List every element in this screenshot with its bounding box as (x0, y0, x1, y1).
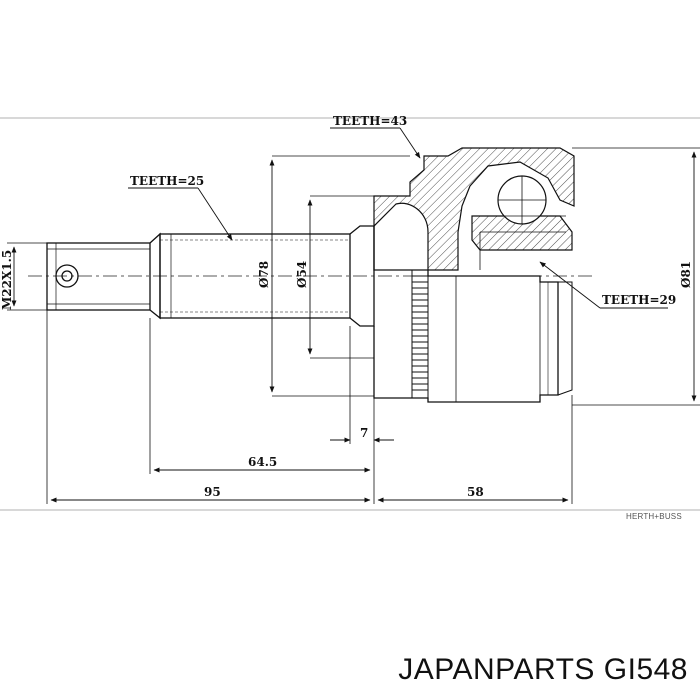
leader-lines (128, 127, 668, 309)
label-teeth-29: TEETH=29 (602, 293, 676, 307)
abs-tone-ring (411, 269, 429, 399)
label-len-64-5: 64.5 (248, 455, 277, 469)
label-len-58: 58 (467, 485, 484, 499)
threaded-stub (46, 232, 161, 320)
label-thread-m22: M22X1.5 (0, 250, 14, 310)
label-teeth-43: TEETH=43 (333, 114, 407, 128)
splined-shaft (159, 225, 375, 327)
cotter-pin-hole (55, 264, 79, 288)
label-len-7: 7 (360, 426, 368, 440)
label-len-95: 95 (204, 485, 221, 499)
cv-joint-cross-section (373, 147, 575, 271)
label-teeth-25: TEETH=25 (130, 174, 204, 188)
herth-buss-watermark: HERTH+BUSS (626, 512, 682, 521)
label-dia-54: Ø54 (295, 261, 309, 288)
dimension-lines (11, 151, 697, 503)
extension-lines (7, 147, 700, 504)
label-dia-81: Ø81 (679, 261, 693, 288)
label-dia-78: Ø78 (257, 261, 271, 288)
bell-housing (373, 226, 573, 403)
part-caption: JAPANPARTS GI548 (398, 653, 688, 686)
